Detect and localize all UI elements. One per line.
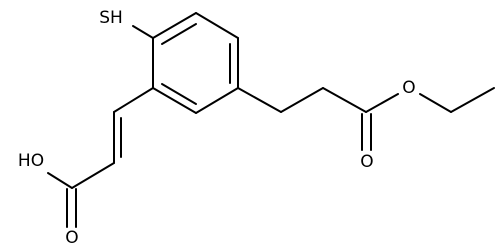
acid-hydroxyl-label: HO [18, 151, 44, 171]
thiol-label: SH [99, 8, 123, 28]
vinyl-acid-bond [71, 162, 115, 189]
ring-bond [152, 12, 197, 39]
atom-labels: SH HO O O O [18, 8, 416, 248]
ethyl-bond [419, 93, 452, 113]
ring-double-bond [161, 23, 197, 45]
ring-double-bond [161, 83, 197, 105]
c-s-bond [132, 25, 154, 39]
ester-o-bond [365, 93, 399, 113]
acid-carbonyl-label: O [65, 228, 78, 248]
acid-oh-bond [47, 172, 73, 189]
chain-bond [237, 87, 282, 113]
ethyl-bond [450, 87, 495, 113]
ring-bond [195, 87, 239, 114]
ring-bond [152, 87, 197, 114]
chain-bond [322, 87, 367, 113]
ester-ether-label: O [402, 78, 415, 98]
bonds [47, 12, 495, 228]
vinyl-bond [113, 87, 154, 113]
chain-bond [280, 87, 324, 113]
ester-carbonyl-label: O [360, 152, 373, 172]
ring-bond [195, 12, 239, 39]
